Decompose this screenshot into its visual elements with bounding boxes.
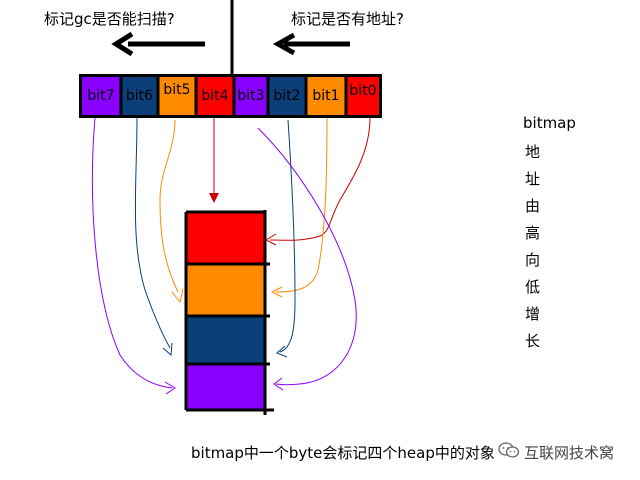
arrow-bit0-head-icon <box>264 233 277 246</box>
heap-object-3 <box>186 316 266 364</box>
bit-label: bit3 <box>237 88 265 104</box>
side-note-char: 低 <box>525 278 541 296</box>
side-note-word: bitmap <box>523 114 576 132</box>
arrow-bit6 <box>134 117 171 349</box>
watermark: 互联网技术窝 <box>498 440 614 464</box>
side-note-char: 长 <box>525 332 541 350</box>
arrow-bit5-head-icon <box>171 288 184 304</box>
watermark-text: 互联网技术窝 <box>524 443 615 462</box>
bit-cell-3: bit3 <box>234 76 268 116</box>
bit-cell-6: bit6 <box>121 76 158 116</box>
bit-cell-7: bit7 <box>81 76 121 116</box>
bit-label: bit5 <box>163 82 191 98</box>
bit-cell-2: bit2 <box>268 76 306 116</box>
arrow-bit3-head-icon <box>273 377 284 391</box>
bit-cell-5: bit5 <box>158 76 196 116</box>
label-has-address: 标记是否有地址? <box>291 10 404 28</box>
side-note-char: 增 <box>525 305 541 323</box>
arrow-right-head-icon <box>272 32 296 56</box>
bitmap-dividers <box>119 76 348 117</box>
arrow-bit4-head-icon <box>209 193 219 203</box>
bit-label: bit7 <box>87 88 115 104</box>
bitmap-border <box>79 74 382 118</box>
arrow-bit2 <box>279 119 296 353</box>
diagram-caption: bitmap中一个byte会标记四个heap中的对象 <box>191 444 495 462</box>
side-note-char: 由 <box>525 197 541 215</box>
arrow-bit1-head-icon <box>270 286 283 298</box>
bit-label: bit1 <box>312 88 340 104</box>
arrow-left-head-icon <box>111 31 134 57</box>
heap-object-2 <box>186 264 266 316</box>
bit-cell-4: bit4 <box>196 76 234 116</box>
bit-cell-1: bit1 <box>306 76 346 116</box>
side-note-char: 高 <box>525 224 541 242</box>
bit-label: bit2 <box>273 88 301 104</box>
arrow-bit6-head-icon <box>162 342 173 357</box>
arrow-bit1 <box>275 117 328 293</box>
arrow-bit3 <box>257 127 357 386</box>
arrow-bit7 <box>91 117 173 389</box>
bit-label: bit4 <box>201 88 229 104</box>
side-note-char: 址 <box>525 170 541 188</box>
arrow-bit0 <box>269 117 371 241</box>
heap-object-1 <box>186 212 266 264</box>
side-note-char: 向 <box>525 251 541 269</box>
bit-label: bit6 <box>125 88 154 104</box>
bit-label: bit0 <box>349 83 377 99</box>
bit-cell-0: bit0 <box>346 76 380 116</box>
heap-borders <box>184 210 274 415</box>
label-gc-scan: 标记gc是否能扫描? <box>44 10 175 28</box>
heap-object-4 <box>186 364 266 410</box>
wechat-icon <box>498 441 520 463</box>
side-note-char: 地 <box>525 143 541 161</box>
arrow-bit2-head-icon <box>276 345 288 358</box>
arrow-bit5 <box>159 119 179 293</box>
arrow-bit7-head-icon <box>164 381 176 395</box>
